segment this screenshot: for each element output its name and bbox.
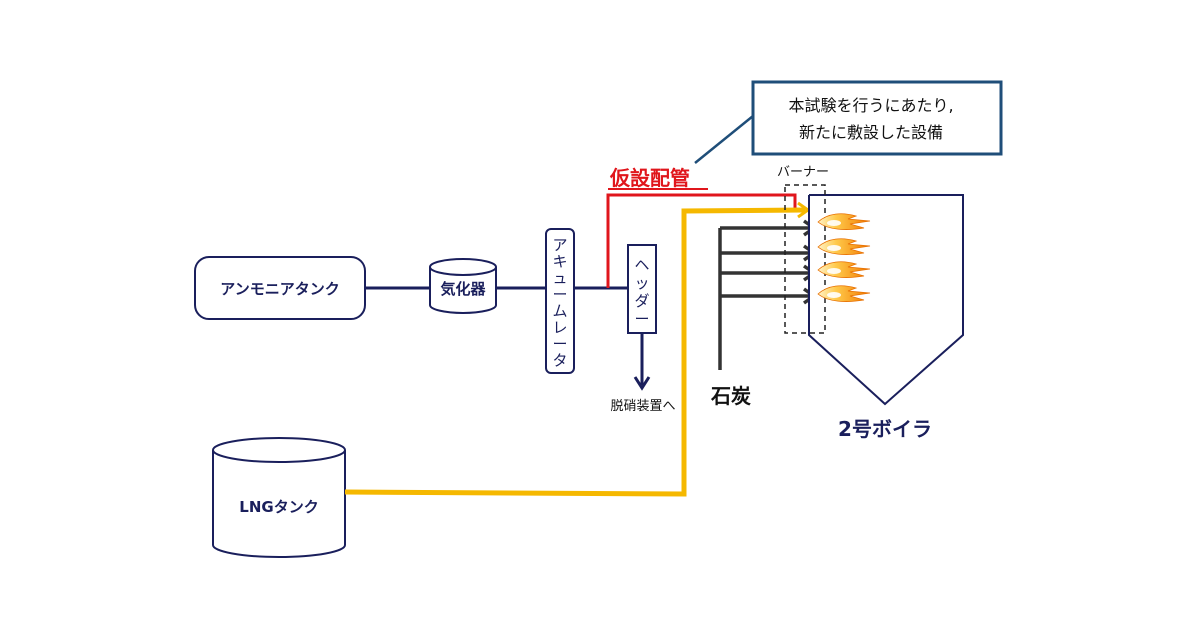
- flame-icon: [817, 213, 871, 230]
- burner-zone: [784, 184, 826, 334]
- callout-box: 本試験を行うにあたり, 新たに敷設した設備: [694, 80, 1003, 164]
- boiler-label: 2号ボイラ: [838, 417, 932, 441]
- accumulator-char: ー: [552, 335, 567, 353]
- burner-label: バーナー: [777, 165, 829, 180]
- callout-pointer: [694, 115, 754, 164]
- flame-icon: [817, 285, 871, 302]
- accumulator-char: ュ: [552, 269, 567, 287]
- vaporizer: 気化器: [429, 258, 497, 314]
- vaporizer-label: 気化器: [440, 280, 486, 298]
- header-char: ダ: [634, 292, 649, 310]
- ammonia-tank: アンモニアタンク: [194, 256, 366, 320]
- coal-feed: [718, 219, 818, 370]
- header-char: ヘ: [634, 256, 649, 274]
- lng-tank-label: LNGタンク: [239, 498, 318, 516]
- coal-label: 石炭: [710, 384, 751, 408]
- header-char: ッ: [634, 274, 649, 292]
- accumulator-char: タ: [552, 352, 567, 370]
- callout-line-2: 新たに敷設した設備: [799, 123, 943, 142]
- lng-tank: LNGタンク: [212, 437, 346, 558]
- temporary-ammonia-pipe: [606, 193, 797, 288]
- accumulator-char: キ: [552, 253, 567, 271]
- accumulator-char: ア: [552, 236, 567, 254]
- temporary-piping-label: 仮設配管: [609, 166, 690, 190]
- flame-icon: [817, 261, 871, 278]
- accumulator-char: レ: [552, 319, 567, 337]
- accumulator-char: ー: [552, 286, 567, 304]
- callout-frame: [751, 80, 1003, 156]
- flame-icon: [817, 238, 871, 255]
- lng-pipe: [344, 207, 806, 497]
- arrow-down-icon: [633, 376, 651, 391]
- ammonia-tank-label: アンモニアタンク: [220, 280, 339, 298]
- accumulator-char: ム: [552, 302, 567, 320]
- callout-line-1: 本試験を行うにあたり,: [788, 96, 953, 115]
- header-char: ー: [634, 310, 649, 328]
- to-denitration-label: 脱硝装置へ: [610, 399, 675, 414]
